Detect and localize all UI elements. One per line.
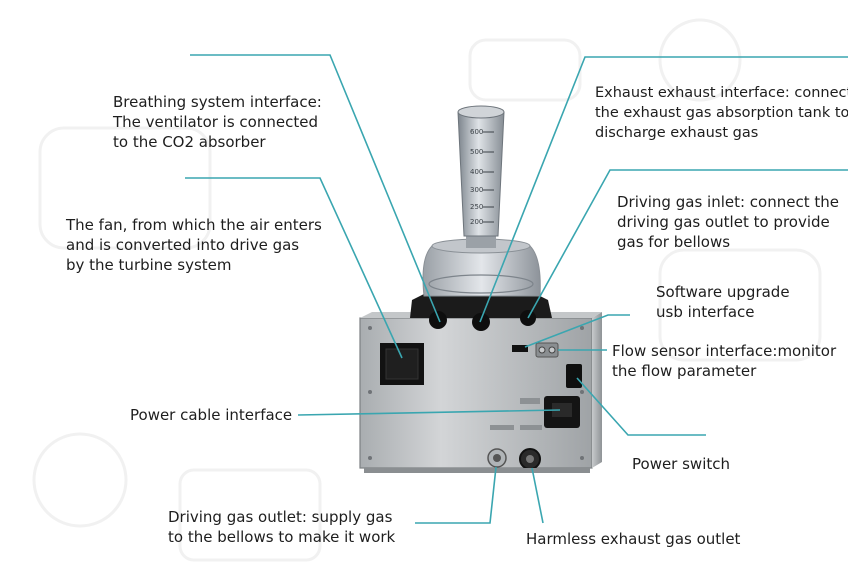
leader-harmless-exhaust	[531, 467, 544, 524]
leader-driving-gas-outlet	[415, 466, 497, 524]
label-power-switch: Power switch	[632, 455, 731, 473]
label-power-cable: Power cable interface	[130, 406, 293, 424]
power-switch	[566, 364, 582, 388]
label-harmless-exhaust: Harmless exhaust gas outlet	[526, 530, 741, 548]
cylinder-scale-label: 200	[470, 218, 483, 226]
cylinder-scale-label: 600	[470, 128, 483, 136]
leader-power-switch	[576, 377, 706, 436]
device-screws	[368, 326, 584, 460]
bellows-base	[410, 292, 552, 318]
leader-driving-gas-inlet	[527, 169, 848, 319]
leader-breathing-system	[190, 54, 441, 323]
label-driving-gas-inlet: Driving gas inlet: connect the driving g…	[617, 193, 839, 251]
label-breathing-system: Breathing system interface: The ventilat…	[113, 93, 322, 151]
driving-gas-outlet-port	[487, 448, 507, 468]
leader-exhaust-interface	[479, 56, 848, 323]
label-fan: The fan, from which the air enters and i…	[66, 216, 322, 274]
cylinder-scale-label: 400	[470, 168, 483, 176]
cylinder-scale-label: 250	[470, 203, 483, 211]
leader-fan	[185, 177, 403, 359]
cylinder-scale-label: 500	[470, 148, 483, 156]
leader-power-cable	[297, 409, 561, 416]
label-driving-gas-outlet: Driving gas outlet: supply gas to the be…	[168, 508, 396, 546]
label-software-upgrade: Software upgrade usb interface	[656, 283, 790, 321]
exhaust-outlet-port	[519, 448, 541, 470]
usb-port	[512, 345, 528, 352]
label-exhaust-interface: Exhaust exhaust interface: connect the e…	[595, 85, 848, 141]
cylinder-scale-label: 300	[470, 186, 483, 194]
device-side	[592, 312, 602, 468]
leader-software-upgrade	[524, 314, 630, 348]
label-flow-sensor: Flow sensor interface:monitor the flow p…	[612, 342, 837, 380]
